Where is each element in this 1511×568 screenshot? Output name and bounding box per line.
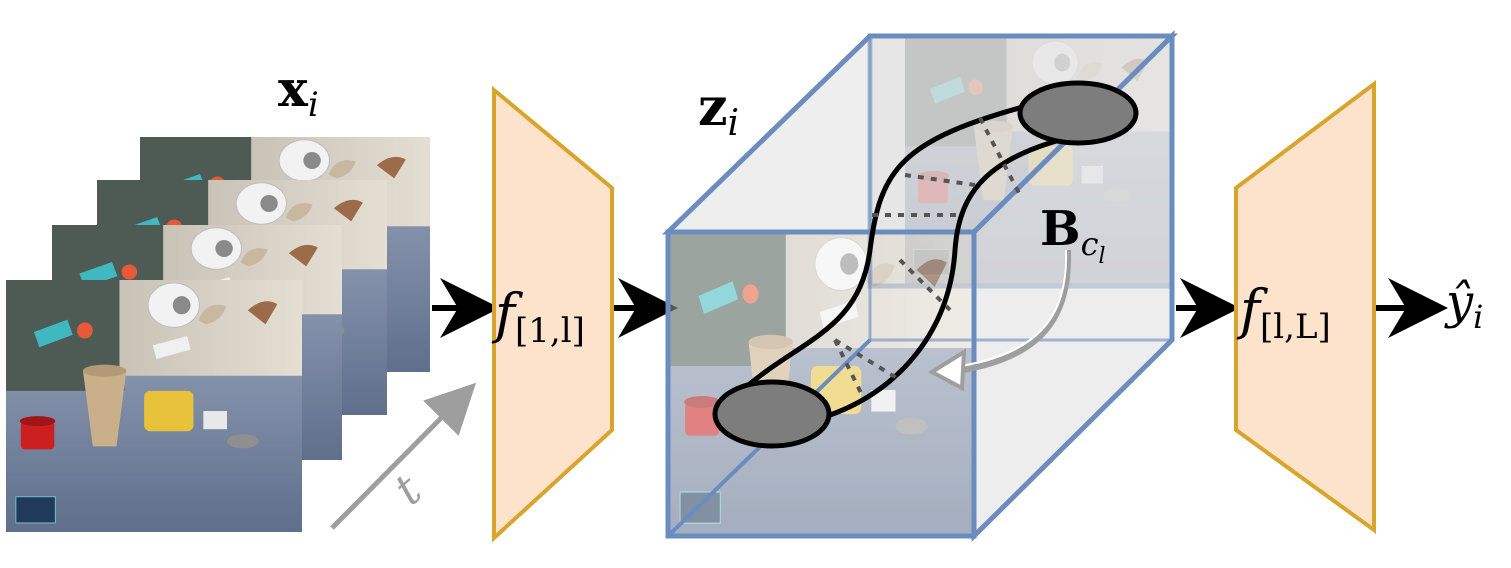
- output-label: ŷi: [1444, 274, 1483, 336]
- latent-blob-top: [1017, 80, 1139, 146]
- basis-arrow: [949, 249, 1072, 375]
- time-arrow: [330, 382, 477, 530]
- encoder-label: f[1,l]: [491, 282, 585, 351]
- time-label: t: [385, 465, 432, 516]
- input-frame-stack: [6, 137, 430, 532]
- input-label: xi: [278, 59, 319, 125]
- manifold-tube: [743, 102, 1031, 390]
- encoder-block: f[1,l]: [491, 85, 614, 543]
- latent-label: zi: [698, 77, 739, 144]
- basis-label: Bcl: [1040, 201, 1106, 269]
- latent-blob-bottom: [712, 379, 832, 449]
- decoder-block: f[l,L]: [1234, 79, 1376, 534]
- latent-cube: [661, 30, 1179, 542]
- decoder-label: f[l,L]: [1236, 278, 1331, 347]
- input-frame-1: [6, 280, 302, 532]
